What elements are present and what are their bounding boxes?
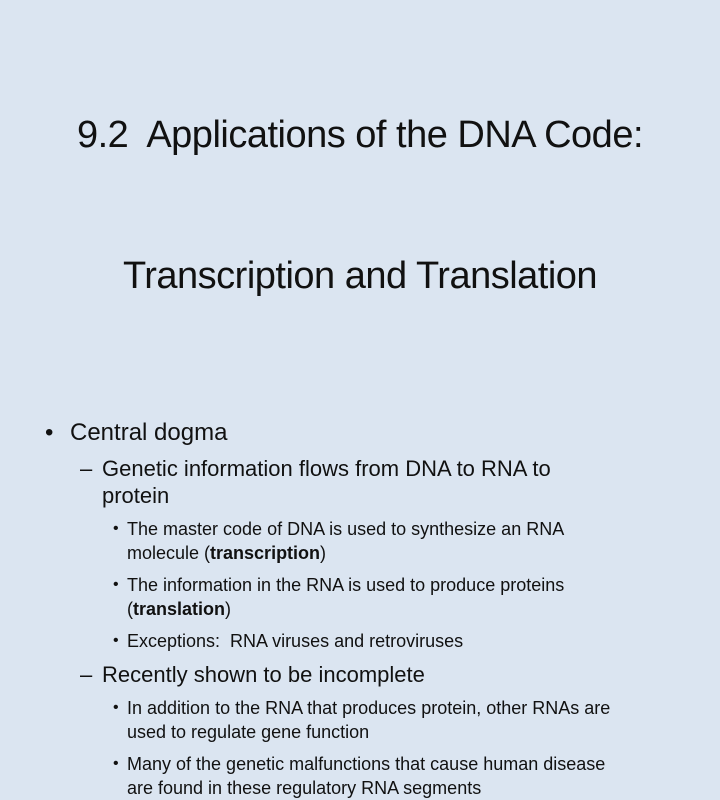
bullet-central-dogma: • Central dogma [0,418,720,448]
slide-body: • Central dogma – Genetic information fl… [0,418,720,800]
bullet-marker: • [113,699,119,716]
bullet-marker: • [45,419,54,446]
slide-title-line-2: Transcription and Translation [122,255,598,297]
bullet-marker: • [113,632,119,649]
slide-title: 9.2 Applications of the DNA Code: Transc… [0,0,720,394]
bullet-text-segment: The master code of DNA is used to synthe… [127,519,569,563]
bullet-text: Central dogma [70,419,228,446]
bullet-text: Exceptions: RNA viruses and retroviruses [127,631,464,651]
bullet-text: The information in the RNA is used to pr… [127,573,627,621]
bullet-text: The master code of DNA is used to synthe… [127,517,627,565]
bullet-text: In addition to the RNA that produces pro… [127,698,616,742]
bullet-genetic-info: – Genetic information flows from DNA to … [0,455,720,509]
bullet-marker: • [113,520,119,537]
bullet-recently: – Recently shown to be incomplete [0,661,720,688]
bullet-text-bold: transcription [210,543,321,563]
bullet-text: Genetic information flows from DNA to RN… [102,456,557,508]
bullet-text: Recently shown to be incomplete [102,662,425,687]
bullet-exceptions: • Exceptions: RNA viruses and retrovirus… [0,629,720,653]
dash-marker: – [80,662,93,687]
bullet-master-code: • The master code of DNA is used to synt… [0,517,720,565]
bullet-information-rna: • The information in the RNA is used to … [0,573,720,621]
bullet-in-addition: • In addition to the RNA that produces p… [0,696,720,744]
slide-title-line-1: 9.2 Applications of the DNA Code: [76,114,644,156]
bullet-text-bold: translation [133,599,226,619]
bullet-marker: • [113,576,119,593]
dash-marker: – [80,456,93,481]
bullet-text: Many of the genetic malfunctions that ca… [127,754,611,798]
bullet-text-segment: ) [320,543,327,563]
bullet-marker: • [113,755,119,772]
bullet-text-segment: ) [225,599,232,619]
bullet-many-malfunctions: • Many of the genetic malfunctions that … [0,752,720,800]
